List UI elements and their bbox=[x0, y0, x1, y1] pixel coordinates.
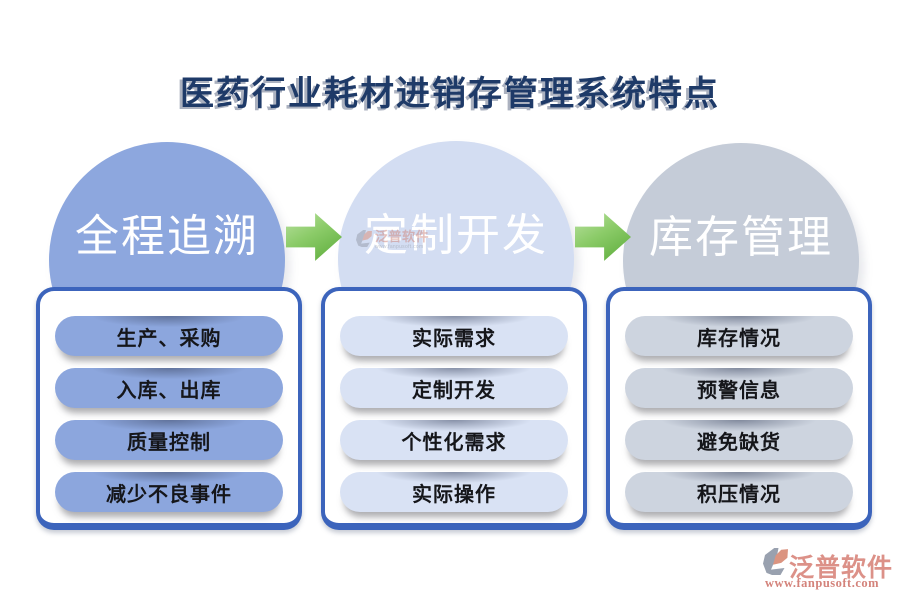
circle-label-custom-development: 定制开发 bbox=[364, 211, 548, 260]
watermark-brand-url: www.fanpusoft.com bbox=[375, 244, 424, 250]
feature-pill: 预警信息 bbox=[625, 368, 853, 408]
page-title: 医药行业耗材进销存管理系统特点 bbox=[180, 75, 720, 113]
watermark-text-block: 泛普软件 www.fanpusoft.com bbox=[375, 229, 430, 251]
feature-pill-label: 生产、采购 bbox=[116, 327, 222, 350]
panel-inventory-management: 库存情况 预警信息 避免缺货 积压情况 bbox=[606, 287, 872, 530]
brand-name: 泛普软件 bbox=[789, 555, 894, 582]
feature-pill: 入库、出库 bbox=[55, 368, 283, 408]
panel-full-traceability: 生产、采购 入库、出库 质量控制 减少不良事件 bbox=[36, 287, 302, 530]
feature-pill-label: 定制开发 bbox=[412, 379, 496, 402]
feature-pill: 定制开发 bbox=[340, 368, 568, 408]
panel-custom-development: 实际需求 定制开发 个性化需求 实际操作 bbox=[321, 287, 587, 530]
feature-pill-label: 质量控制 bbox=[127, 431, 211, 454]
feature-pill: 质量控制 bbox=[55, 420, 283, 460]
feature-pill-label: 库存情况 bbox=[697, 327, 781, 350]
feature-pill: 避免缺货 bbox=[625, 420, 853, 460]
watermark-brand-name: 泛普软件 bbox=[375, 229, 430, 244]
brand-website: www.fanpusoft.com bbox=[765, 576, 880, 590]
feature-pill-label: 入库、出库 bbox=[116, 379, 222, 402]
feature-pill: 实际操作 bbox=[340, 472, 568, 512]
feature-pill: 生产、采购 bbox=[55, 316, 283, 356]
feature-pill: 积压情况 bbox=[625, 472, 853, 512]
brand-footer: 泛普软件 www.fanpusoft.com bbox=[740, 545, 895, 595]
feature-pill-label: 实际需求 bbox=[412, 327, 496, 350]
fanpu-logo-icon bbox=[763, 548, 788, 575]
feature-pill: 个性化需求 bbox=[340, 420, 568, 460]
feature-pill-label: 实际操作 bbox=[412, 483, 496, 506]
feature-pill-label: 预警信息 bbox=[697, 379, 781, 402]
feature-pill: 减少不良事件 bbox=[55, 472, 283, 512]
circle-label-inventory-management: 库存管理 bbox=[649, 213, 833, 262]
feature-pill-label: 个性化需求 bbox=[401, 431, 507, 454]
feature-pill-label: 避免缺货 bbox=[697, 431, 781, 454]
logo-salmon-leaf bbox=[362, 230, 372, 241]
feature-pill: 实际需求 bbox=[340, 316, 568, 356]
feature-pill: 库存情况 bbox=[625, 316, 853, 356]
arrow-right-icon bbox=[286, 213, 342, 261]
feature-pill-label: 积压情况 bbox=[697, 483, 781, 506]
feature-pill-label: 减少不良事件 bbox=[106, 483, 232, 506]
circle-label-full-traceability: 全程追溯 bbox=[75, 212, 259, 261]
fanpu-logo-icon bbox=[356, 230, 372, 247]
watermark: 泛普软件 www.fanpusoft.com bbox=[356, 230, 429, 250]
